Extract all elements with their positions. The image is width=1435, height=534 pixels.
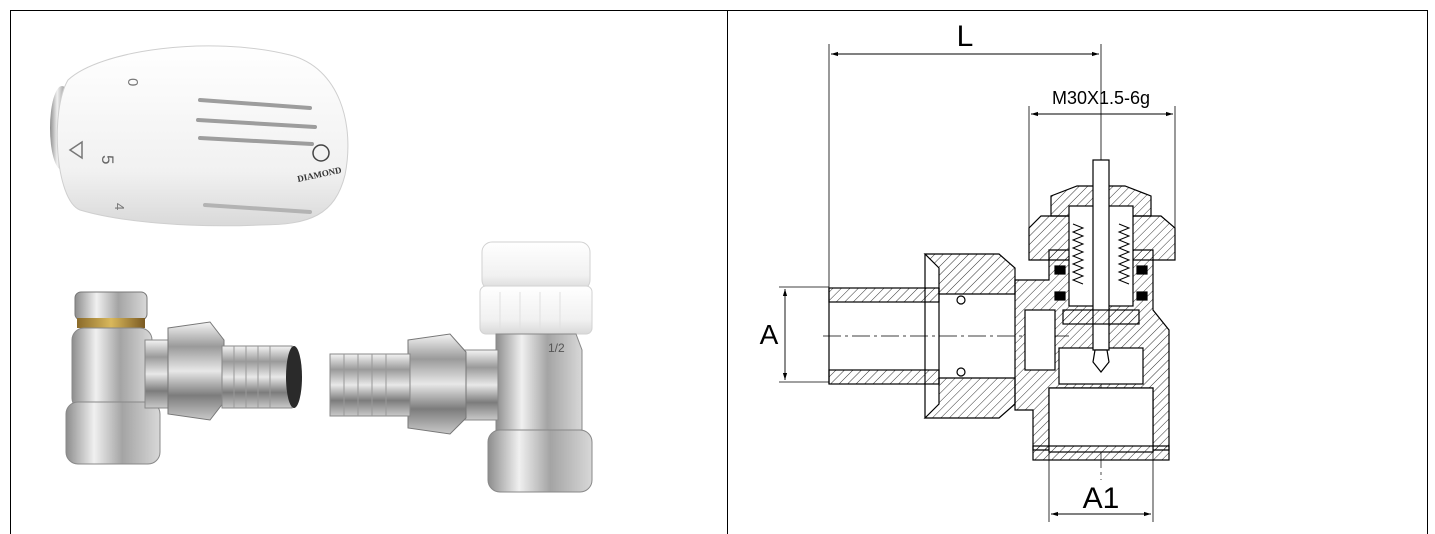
valve-section-drawing: L M30X1.5-6g A A1	[760, 20, 1176, 522]
dimension-outlet-label: A1	[1083, 482, 1120, 515]
product-photo-panel: 0 5 4 DIAMOND	[10, 10, 727, 534]
spindle-assembly	[1028, 159, 1176, 373]
technical-drawing-panel: L M30X1.5-6g A A1	[729, 10, 1427, 534]
valve-size-marking: 1/2	[548, 341, 565, 355]
frost-arrow-icon	[68, 140, 83, 160]
union-nut	[923, 253, 1016, 419]
frame-left-border	[10, 10, 11, 534]
product-photo: 0 5 4 DIAMOND	[50, 45, 593, 493]
radiator-valve: 1/2	[329, 241, 593, 493]
frame-top-border	[10, 10, 1428, 11]
dimension-inlet-label: A	[760, 319, 779, 350]
frame-right-border	[1427, 10, 1428, 534]
thermostat-head: 0 5 4 DIAMOND	[50, 45, 349, 227]
scale-mark-0: 0	[124, 78, 141, 86]
dimension-thread-label: M30X1.5-6g	[1052, 88, 1150, 108]
dimension-length-label: L	[957, 20, 974, 53]
scale-mark-4: 4	[112, 203, 127, 210]
lockshield-valve	[65, 291, 302, 465]
tailpiece	[828, 287, 940, 385]
thermostat-cap	[56, 45, 349, 227]
frame-divider	[727, 10, 728, 534]
scale-mark-5: 5	[98, 155, 117, 164]
globe-logo-icon	[312, 144, 330, 162]
